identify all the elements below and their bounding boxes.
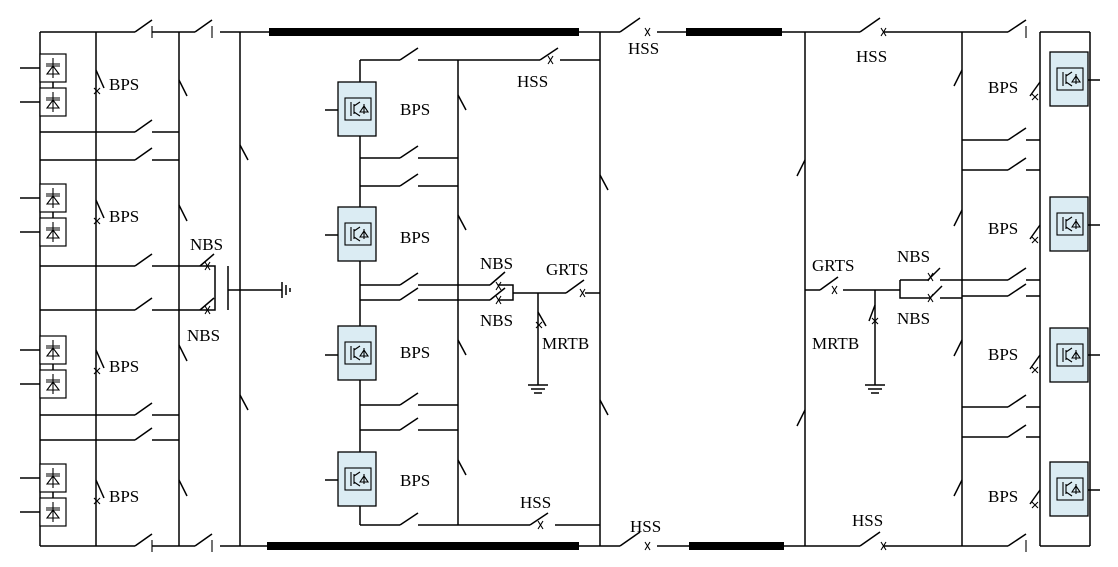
igbt-valve-icon (1049, 196, 1089, 252)
diode-valve-icon (39, 335, 67, 365)
igbt-valve-icon (337, 325, 377, 381)
label-mrtb: MRTB (812, 334, 859, 353)
igbt-valves-right (1049, 51, 1089, 517)
dc-line-bottom-left (267, 542, 579, 550)
label-nbs: NBS (897, 247, 930, 266)
switch-labels: BPS BPS BPS BPS NBS NBS BPS BPS BPS BPS … (109, 39, 1018, 536)
label-bps: BPS (988, 219, 1018, 238)
label-nbs: NBS (190, 235, 223, 254)
breaker-switches (93, 17, 1041, 552)
label-bps: BPS (400, 100, 430, 119)
label-bps: BPS (400, 471, 430, 490)
transmission-lines (267, 28, 784, 550)
diode-valve-icon (39, 463, 67, 493)
label-bps: BPS (988, 78, 1018, 97)
dc-line-top-right (686, 28, 782, 36)
label-hss: HSS (630, 517, 661, 536)
label-hss: HSS (517, 72, 548, 91)
label-bps: BPS (109, 75, 139, 94)
label-bps: BPS (109, 207, 139, 226)
label-grts: GRTS (546, 260, 588, 279)
diode-valve-icon (39, 183, 67, 213)
ground-icon (281, 282, 291, 298)
label-bps: BPS (400, 228, 430, 247)
ground-icon (865, 384, 885, 394)
igbt-valve-icon (337, 206, 377, 262)
dc-line-bottom-right (689, 542, 784, 550)
label-grts: GRTS (812, 256, 854, 275)
diode-valves-left (39, 53, 67, 527)
label-hss: HSS (852, 511, 883, 530)
label-mrtb: MRTB (542, 334, 589, 353)
label-bps: BPS (988, 487, 1018, 506)
igbt-valve-icon (1049, 51, 1089, 107)
label-hss: HSS (628, 39, 659, 58)
label-hss: HSS (856, 47, 887, 66)
diode-valve-icon (39, 87, 67, 117)
label-bps: BPS (988, 345, 1018, 364)
ground-symbols (281, 282, 885, 394)
diode-valve-icon (39, 53, 67, 83)
label-bps: BPS (109, 357, 139, 376)
label-hss: HSS (520, 493, 551, 512)
label-nbs: NBS (187, 326, 220, 345)
igbt-valves-middle (337, 81, 377, 507)
diode-valve-icon (39, 217, 67, 247)
igbt-valve-icon (337, 451, 377, 507)
label-nbs: NBS (897, 309, 930, 328)
igbt-valve-icon (1049, 327, 1089, 383)
diode-valve-icon (39, 497, 67, 527)
igbt-valve-icon (337, 81, 377, 137)
main-wiring (20, 31, 1100, 547)
label-bps: BPS (400, 343, 430, 362)
label-bps: BPS (109, 487, 139, 506)
label-nbs: NBS (480, 311, 513, 330)
label-nbs: NBS (480, 254, 513, 273)
igbt-valve-icon (1049, 461, 1089, 517)
diode-valve-icon (39, 369, 67, 399)
dc-line-top-left (269, 28, 579, 36)
ground-icon (528, 384, 548, 394)
